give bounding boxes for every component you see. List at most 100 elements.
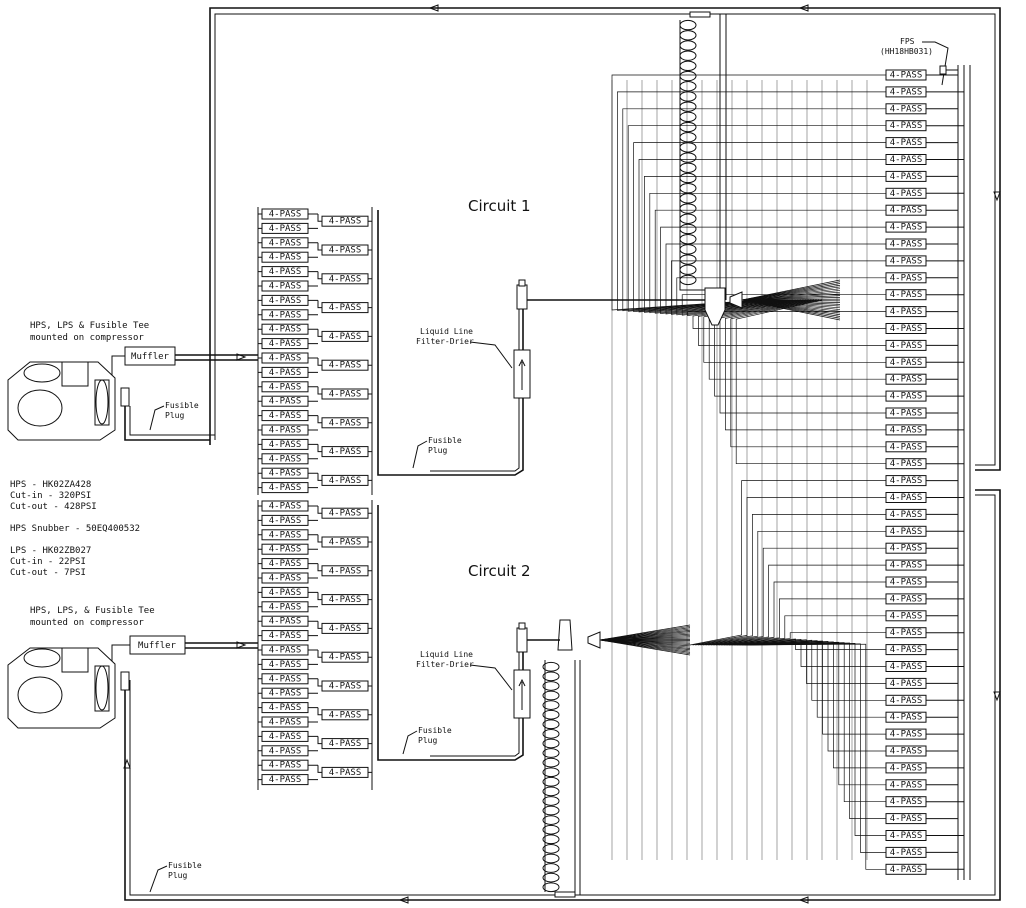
four-pass-label: 4-PASS bbox=[269, 530, 302, 540]
four-pass-unit: 4-PASS bbox=[321, 766, 369, 778]
four-pass-unit: 4-PASS bbox=[885, 272, 927, 284]
four-pass-unit: 4-PASS bbox=[885, 69, 927, 81]
four-pass-label: 4-PASS bbox=[269, 267, 302, 277]
circuit-2-title: Circuit 2 bbox=[468, 562, 531, 580]
spec-line: HPS Snubber - 50EQ400532 bbox=[10, 524, 140, 534]
four-pass-label: 4-PASS bbox=[269, 325, 302, 335]
four-pass-unit: 4-PASS bbox=[261, 352, 309, 364]
four-pass-label: 4-PASS bbox=[890, 87, 923, 97]
four-pass-unit: 4-PASS bbox=[261, 759, 309, 771]
four-pass-unit: 4-PASS bbox=[885, 762, 927, 774]
circuit1-liquid-out bbox=[377, 210, 430, 476]
right-4-pass-bank: 4-PASS 4-PASS 4-PASS 4-PASS 4-PASS 4-PASS 4-PA… bbox=[885, 69, 964, 875]
four-pass-label: 4-PASS bbox=[890, 510, 923, 520]
four-pass-unit: 4-PASS bbox=[885, 289, 927, 301]
filter-drier-1-label: Liquid Line bbox=[420, 327, 473, 336]
muffler-1-label: Muffler bbox=[131, 352, 170, 362]
four-pass-label: 4-PASS bbox=[890, 780, 923, 790]
filter-drier-1-label-b: Filter-Drier bbox=[416, 337, 474, 346]
four-pass-unit: 4-PASS bbox=[261, 222, 309, 234]
spec-line: Cut-in - 22PSI bbox=[10, 557, 86, 567]
four-pass-unit: 4-PASS bbox=[321, 359, 369, 371]
four-pass-label: 4-PASS bbox=[329, 217, 362, 227]
four-pass-unit: 4-PASS bbox=[885, 120, 927, 132]
hps-tee-label-2: HPS, LPS, & Fusible Tee bbox=[30, 606, 155, 616]
four-pass-unit: 4-PASS bbox=[885, 863, 927, 875]
four-pass-label: 4-PASS bbox=[890, 662, 923, 672]
four-pass-label: 4-PASS bbox=[269, 746, 302, 756]
four-pass-label: 4-PASS bbox=[269, 483, 302, 493]
spec-line: HPS - HK02ZA428 bbox=[10, 480, 91, 490]
four-pass-label: 4-PASS bbox=[890, 476, 923, 486]
four-pass-unit: 4-PASS bbox=[885, 255, 927, 267]
fps-label: FPS bbox=[900, 37, 915, 46]
four-pass-label: 4-PASS bbox=[329, 624, 362, 634]
four-pass-unit: 4-PASS bbox=[321, 302, 369, 314]
four-pass-unit: 4-PASS bbox=[261, 658, 309, 670]
four-pass-unit: 4-PASS bbox=[261, 294, 309, 306]
four-pass-label: 4-PASS bbox=[329, 566, 362, 576]
four-pass-unit: 4-PASS bbox=[885, 694, 927, 706]
four-pass-label: 4-PASS bbox=[269, 469, 302, 479]
four-pass-label: 4-PASS bbox=[890, 645, 923, 655]
four-pass-label: 4-PASS bbox=[329, 509, 362, 519]
four-pass-unit: 4-PASS bbox=[261, 237, 309, 249]
four-pass-unit: 4-PASS bbox=[321, 330, 369, 342]
four-pass-unit: 4-PASS bbox=[261, 730, 309, 742]
four-pass-label: 4-PASS bbox=[329, 768, 362, 778]
four-pass-label: 4-PASS bbox=[329, 274, 362, 284]
fps-part-label: (HH18HB031) bbox=[880, 47, 933, 56]
four-pass-unit: 4-PASS bbox=[885, 728, 927, 740]
four-pass-unit: 4-PASS bbox=[261, 467, 309, 479]
four-pass-label: 4-PASS bbox=[269, 253, 302, 263]
distributor-lower bbox=[587, 624, 691, 656]
four-pass-label: 4-PASS bbox=[329, 595, 362, 605]
four-pass-unit: 4-PASS bbox=[885, 306, 927, 318]
four-pass-label: 4-PASS bbox=[890, 865, 923, 875]
four-pass-unit: 4-PASS bbox=[261, 543, 309, 555]
four-pass-label: 4-PASS bbox=[269, 775, 302, 785]
filter-drier-2-label-b: Filter-Drier bbox=[416, 660, 474, 669]
four-pass-label: 4-PASS bbox=[890, 628, 923, 638]
four-pass-label: 4-PASS bbox=[269, 339, 302, 349]
four-pass-unit: 4-PASS bbox=[321, 244, 369, 256]
compressor-2-assembly: Muffler bbox=[7, 635, 258, 729]
four-pass-unit: 4-PASS bbox=[885, 711, 927, 723]
four-pass-label: 4-PASS bbox=[890, 679, 923, 689]
four-pass-unit: 4-PASS bbox=[885, 390, 927, 402]
four-pass-label: 4-PASS bbox=[269, 660, 302, 670]
four-pass-label: 4-PASS bbox=[890, 206, 923, 216]
four-pass-label: 4-PASS bbox=[890, 155, 923, 165]
fusible-label-c2-liquid: Fusible bbox=[418, 726, 452, 735]
four-pass-unit: 4-PASS bbox=[261, 208, 309, 220]
four-pass-unit: 4-PASS bbox=[321, 388, 369, 400]
four-pass-label: 4-PASS bbox=[890, 256, 923, 266]
four-pass-label: 4-PASS bbox=[269, 368, 302, 378]
sight-glass-2 bbox=[516, 627, 528, 653]
coil-upper-cap bbox=[689, 11, 711, 18]
four-pass-unit: 4-PASS bbox=[261, 529, 309, 541]
coil-lower-cap bbox=[554, 891, 576, 898]
distributor-upper bbox=[729, 279, 841, 321]
circuit-1-title: Circuit 1 bbox=[468, 197, 531, 215]
four-pass-unit: 4-PASS bbox=[321, 709, 369, 721]
four-pass-unit: 4-PASS bbox=[321, 507, 369, 519]
four-pass-label: 4-PASS bbox=[890, 713, 923, 723]
four-pass-label: 4-PASS bbox=[890, 273, 923, 283]
four-pass-unit: 4-PASS bbox=[885, 610, 927, 622]
four-pass-unit: 4-PASS bbox=[885, 86, 927, 98]
four-pass-label: 4-PASS bbox=[890, 611, 923, 621]
four-pass-unit: 4-PASS bbox=[885, 508, 927, 520]
four-pass-unit: 4-PASS bbox=[885, 339, 927, 351]
four-pass-label: 4-PASS bbox=[890, 189, 923, 199]
spec-line: Cut-out - 7PSI bbox=[10, 568, 86, 578]
four-pass-unit: 4-PASS bbox=[885, 407, 927, 419]
four-pass-label: 4-PASS bbox=[890, 341, 923, 351]
four-pass-label: 4-PASS bbox=[329, 739, 362, 749]
four-pass-label: 4-PASS bbox=[269, 310, 302, 320]
four-pass-unit: 4-PASS bbox=[321, 215, 369, 227]
four-pass-unit: 4-PASS bbox=[885, 661, 927, 672]
four-pass-label: 4-PASS bbox=[269, 411, 302, 421]
four-pass-unit: 4-PASS bbox=[885, 593, 927, 605]
fusible-label-c1: Fusible bbox=[165, 401, 199, 410]
